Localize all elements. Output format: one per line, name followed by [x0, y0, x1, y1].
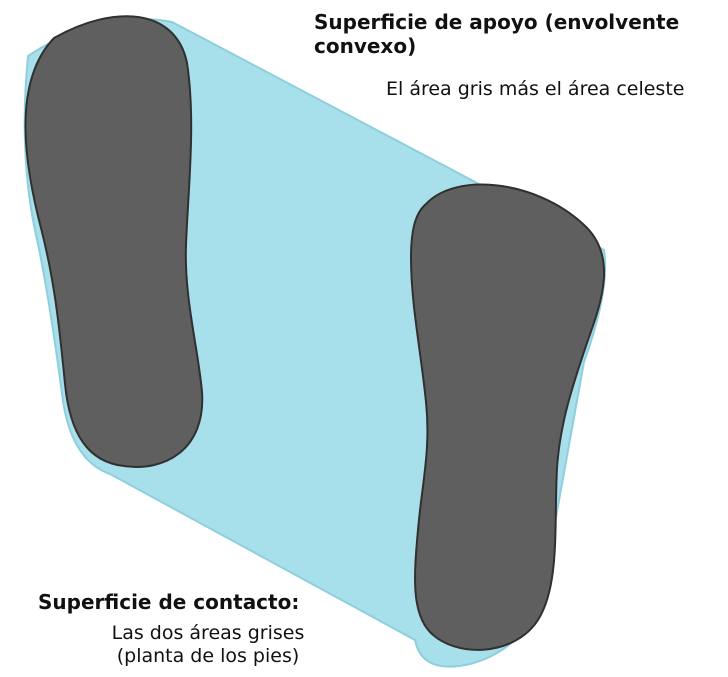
- support-surface-description: El área gris más el área celeste: [386, 78, 685, 100]
- support-surface-title-line2: convexo): [314, 34, 417, 58]
- left-foot: [24, 15, 204, 468]
- contact-surface-description-line1: Las dos áreas grises: [111, 622, 305, 644]
- contact-surface-description-line2: (planta de los pies): [116, 644, 300, 667]
- contact-surface-description: Las dos áreas grises (planta de los pies…: [98, 622, 318, 668]
- contact-surface-title: Superficie de contacto:: [38, 590, 300, 614]
- support-surface-title-line1: Superficie de apoyo (envolvente: [314, 10, 680, 34]
- support-surface-title: Superficie de apoyo (envolvente convexo): [314, 10, 724, 58]
- right-foot: [409, 183, 606, 651]
